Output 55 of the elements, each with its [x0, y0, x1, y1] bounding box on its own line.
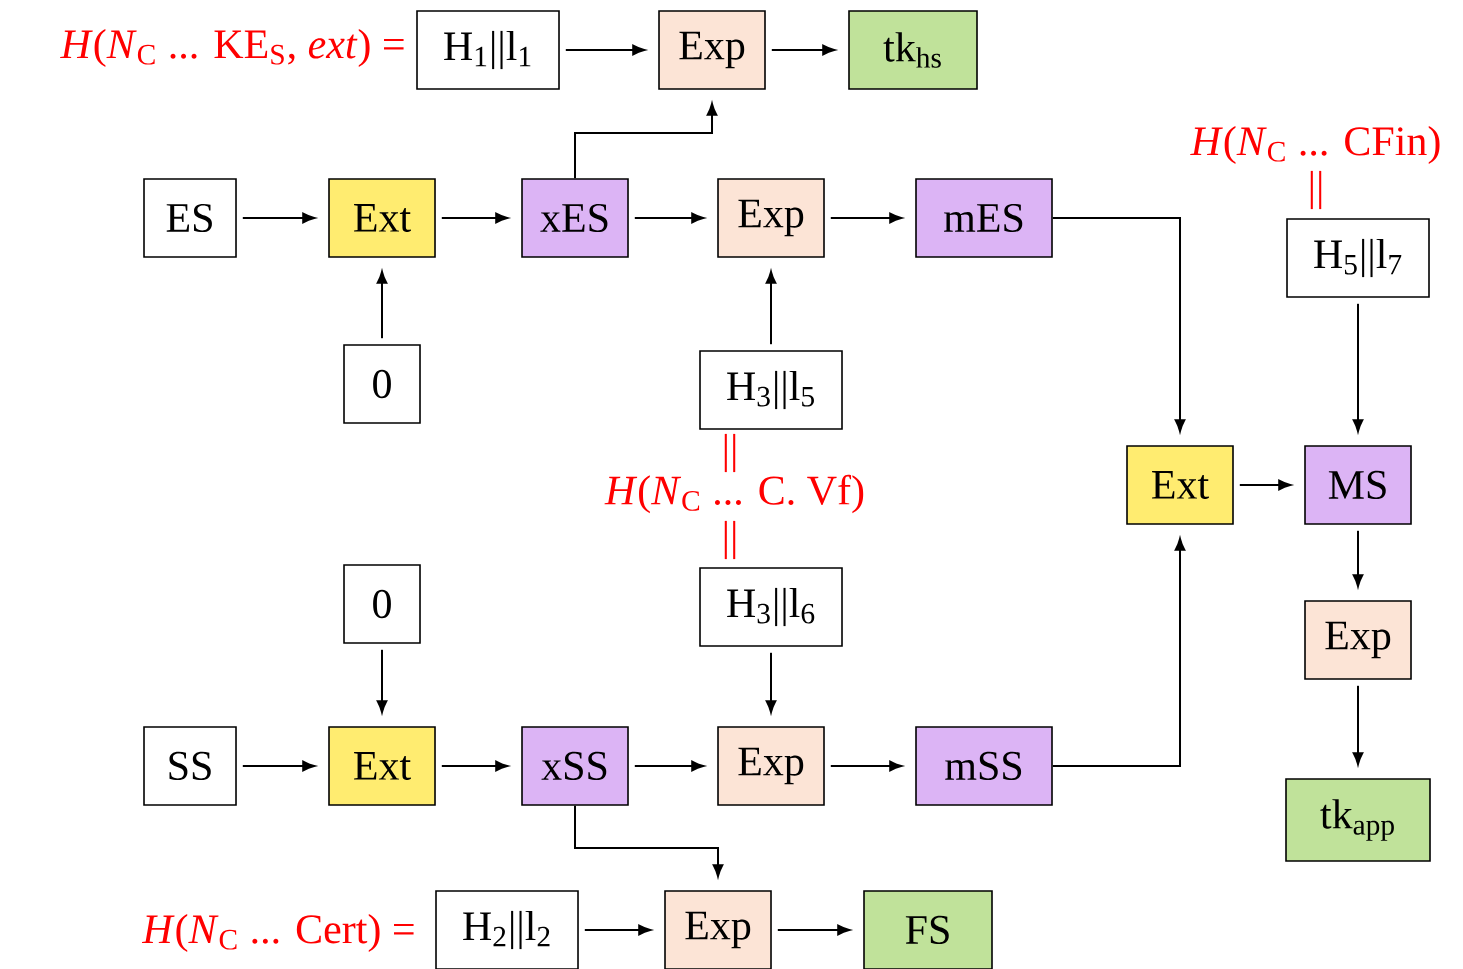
arrow — [776, 924, 851, 936]
key-box: xES — [521, 178, 629, 258]
arrow — [1352, 302, 1364, 433]
arrow — [633, 212, 705, 224]
text-box: SS — [143, 726, 237, 806]
text-box: H$_{3}$||l$_{6}$ — [699, 567, 843, 647]
arrow — [1051, 217, 1186, 433]
text-box: H$_{3}$||l$_{5}$ — [699, 350, 843, 430]
arrow — [1352, 684, 1364, 766]
output-box: FS — [863, 890, 993, 969]
process-box: Ext — [1126, 445, 1234, 525]
arrow — [765, 651, 777, 714]
arrow — [765, 270, 777, 346]
arrow — [440, 760, 509, 772]
formula-label: H(N$_{C}$ ... C. Vf) — [604, 474, 864, 514]
key-box: mES — [915, 178, 1053, 258]
output-box: tk$_{hs}$ — [848, 10, 978, 90]
formula-label: H(N$_{C}$ ... CFin) — [1190, 125, 1440, 165]
arrow — [1352, 529, 1364, 588]
process-box: Exp — [1304, 600, 1412, 680]
text-box: H$_{1}$||l$_{1}$ — [416, 10, 560, 90]
arrow — [583, 924, 652, 936]
key-box: xSS — [521, 726, 629, 806]
arrow — [376, 648, 388, 714]
process-box: Exp — [664, 890, 772, 969]
key-box: MS — [1304, 445, 1412, 525]
output-box: tk$_{app}$ — [1285, 778, 1431, 862]
process-box: Ext — [328, 726, 436, 806]
arrow — [770, 44, 836, 56]
arrow — [574, 804, 724, 878]
text-box: 0 — [343, 344, 421, 424]
process-box: Exp — [658, 10, 766, 90]
process-box: Exp — [717, 726, 825, 806]
formula-label: || — [724, 520, 736, 560]
arrow — [440, 212, 509, 224]
arrow — [564, 44, 646, 56]
process-box: Exp — [717, 178, 825, 258]
key-box: mSS — [915, 726, 1053, 806]
arrow — [241, 212, 316, 224]
text-box: 0 — [343, 564, 421, 644]
arrow — [633, 760, 705, 772]
arrow — [829, 760, 903, 772]
arrow — [1238, 479, 1292, 491]
arrow — [241, 760, 316, 772]
formula-label: || — [724, 433, 736, 473]
formula-label: H(N$_{C}$ ... Cert) = — [141, 913, 414, 953]
text-box: H$_{2}$||l$_{2}$ — [435, 890, 579, 969]
process-box: Ext — [328, 178, 436, 258]
arrow — [376, 270, 388, 340]
arrow — [829, 212, 903, 224]
formula-label: H(N$_{C}$ ... KE$_{S}$, ext) = — [60, 28, 404, 68]
text-box: ES — [143, 178, 237, 258]
text-box: H$_{5}$||l$_{7}$ — [1286, 218, 1430, 298]
arrow — [574, 102, 718, 180]
arrow — [1051, 537, 1186, 767]
